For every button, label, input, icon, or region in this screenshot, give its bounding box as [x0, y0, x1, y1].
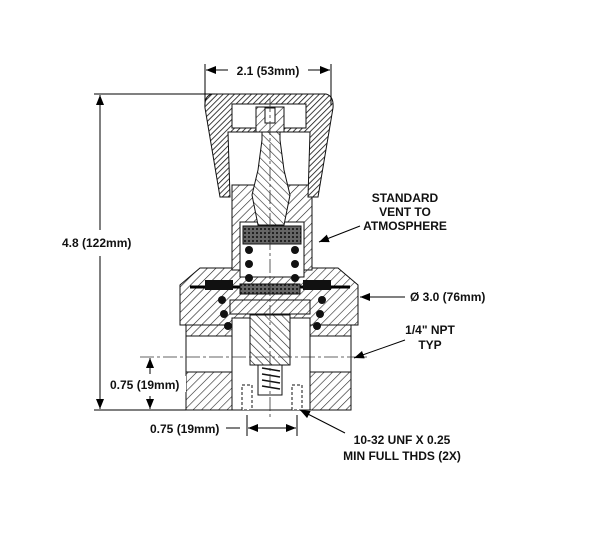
diameter-callout: Ø 3.0 (76mm)	[410, 290, 485, 304]
regulator-body	[179, 267, 359, 411]
dimension-lines	[94, 64, 406, 436]
knob-width-dimension: 2.1 (53mm)	[237, 64, 300, 78]
port-callout-line1: 1/4" NPT	[405, 323, 455, 337]
adjusting-knob	[204, 93, 334, 198]
poppet-spring	[261, 367, 281, 390]
mount-hole-spacing-dimension: 0.75 (19mm)	[150, 422, 219, 436]
spring	[218, 246, 326, 330]
port-callout-line2: TYP	[418, 338, 441, 352]
thread-callout-line2: MIN FULL THDS (2X)	[343, 449, 461, 463]
vent-callout-line2: VENT TO	[379, 205, 431, 219]
thread-callout-line1: 10-32 UNF X 0.25	[354, 433, 451, 447]
port-height-dimension: 0.75 (19mm)	[110, 378, 179, 392]
vent-callout-line3: ATMOSPHERE	[363, 219, 447, 233]
vent-callout-line1: STANDARD	[372, 191, 439, 205]
centerlines	[140, 98, 370, 420]
overall-height-dimension: 4.8 (122mm)	[62, 236, 131, 250]
